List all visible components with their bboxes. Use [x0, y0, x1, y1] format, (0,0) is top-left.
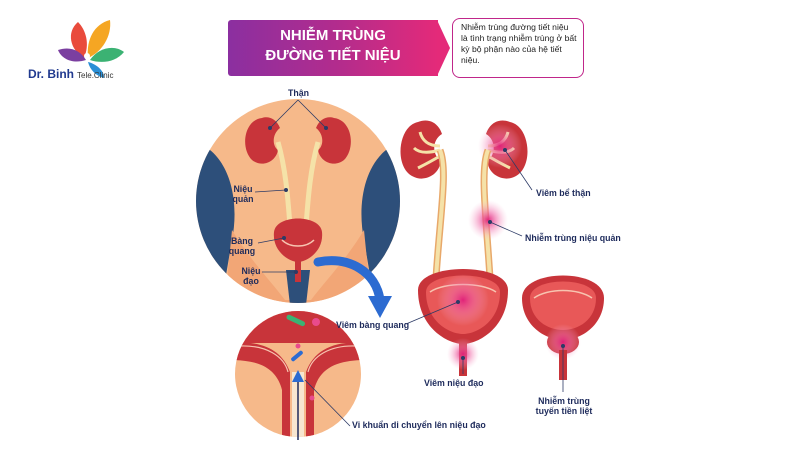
bacteria-pink-icon	[312, 318, 320, 326]
bacteria-leader-line	[304, 379, 351, 427]
body-overview-circle	[196, 99, 400, 303]
label-prostate-infection: Nhiễm trùng tuyến tiền liệt	[524, 396, 604, 416]
label-kidney: Thận	[288, 88, 310, 98]
ureter-right	[303, 141, 321, 227]
label-urethra: Niệu đạo	[236, 266, 266, 286]
definition-text: Nhiễm trùng đường tiết niệu là tình trạn…	[461, 22, 577, 65]
label-urethritis: Viêm niệu đạo	[424, 378, 484, 388]
ureter-inflammation-glow	[468, 200, 508, 240]
bacteria-green-icon	[286, 314, 306, 327]
bladder-inflammation-glow	[437, 274, 489, 326]
page-title: NHIỄM TRÙNG ĐƯỜNG TIẾT NIỆU	[238, 26, 428, 66]
label-urethra-line2: đạo	[243, 276, 259, 286]
zoom-arrow-icon	[313, 256, 385, 305]
label-bladder-line1: Bàng	[231, 236, 253, 246]
label-urethra-line1: Niệu	[241, 266, 261, 276]
label-ureter-infection: Nhiễm trùng niệu quản	[525, 233, 621, 243]
label-cystitis: Viêm bàng quang	[336, 320, 410, 330]
bladder	[273, 218, 323, 262]
definition-callout	[452, 18, 584, 78]
prostate-inflammation-glow	[545, 324, 581, 360]
label-bladder: Bàng quang	[222, 236, 262, 256]
right-leader-lines	[405, 147, 566, 392]
label-prostate-line2: tuyến tiền liệt	[535, 406, 593, 416]
urethra	[295, 260, 301, 282]
label-ureter-line1: Niệu	[233, 184, 253, 194]
label-ureter: Niệu quản	[228, 184, 258, 204]
page-title-line1: NHIỄM TRÙNG	[280, 27, 386, 44]
clinic-logo-icon	[58, 20, 124, 78]
logo-suffix: Tele.Clinic	[77, 71, 114, 80]
label-ureter-line2: quản	[232, 194, 254, 204]
label-bacteria: Vi khuẩn di chuyển lên niệu đạo	[352, 420, 486, 430]
urethra-inflammation-glow	[447, 338, 479, 370]
title-banner	[228, 20, 438, 76]
big-circle-leader-lines	[254, 99, 328, 274]
label-prostate-line1: Nhiễm trùng	[538, 396, 590, 406]
logo-brand-name: Dr. Binh	[28, 67, 75, 81]
label-pyelonephritis: Viêm bể thận	[536, 188, 591, 198]
prostate-detail	[522, 275, 604, 380]
ureter-left	[275, 141, 293, 227]
banner-tip	[437, 20, 450, 76]
bacteria-blue-icon	[291, 350, 303, 362]
page-title-line2: ĐƯỜNG TIẾT NIỆU	[265, 47, 401, 64]
label-bladder-line2: quang	[228, 246, 256, 256]
urinary-system-detail	[400, 120, 528, 376]
